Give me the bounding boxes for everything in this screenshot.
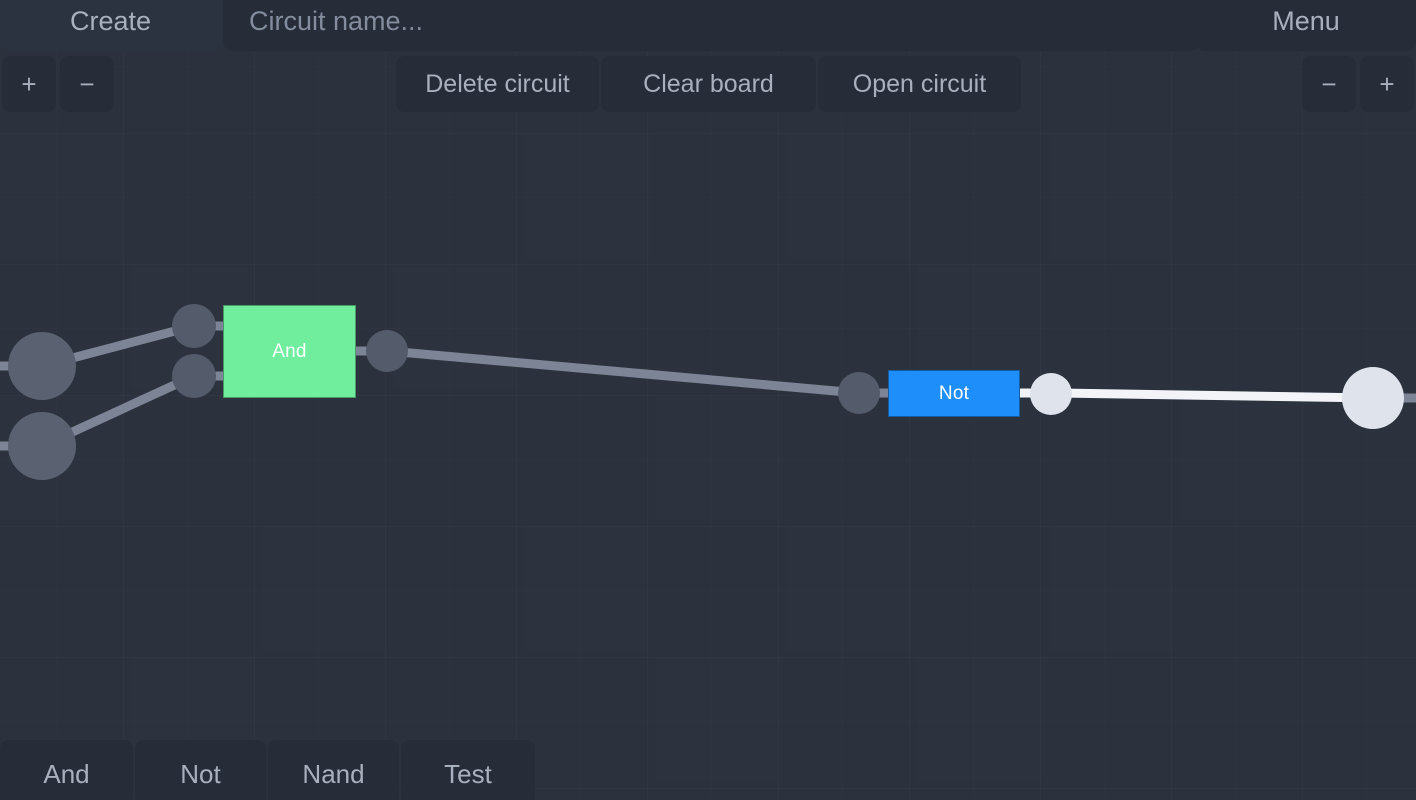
scale-down-button[interactable]: − [1302, 56, 1356, 112]
and-input-b[interactable] [172, 354, 216, 398]
create-button[interactable]: Create [0, 0, 221, 51]
zoom-in-button[interactable]: + [2, 56, 56, 112]
palette-item-not[interactable]: Not [135, 740, 266, 800]
gate-not-label: Not [938, 382, 970, 404]
not-input-node[interactable] [838, 372, 880, 414]
circuit-name-input[interactable] [223, 0, 1200, 51]
scale-up-button[interactable]: + [1360, 56, 1414, 112]
circuit-output-node[interactable] [1342, 367, 1404, 429]
and-output-node[interactable] [366, 330, 408, 372]
and-input-a[interactable] [172, 304, 216, 348]
open-circuit-button[interactable]: Open circuit [818, 56, 1021, 112]
menu-button[interactable]: Menu [1196, 0, 1416, 51]
gate-and[interactable]: And [223, 305, 356, 398]
palette-item-and[interactable]: And [0, 740, 133, 800]
wire-not-to-output [1059, 388, 1375, 403]
palette-item-nand[interactable]: Nand [268, 740, 399, 800]
zoom-out-button[interactable]: − [60, 56, 114, 112]
gate-not[interactable]: Not [888, 370, 1020, 417]
input-node-1[interactable] [8, 332, 76, 400]
wire-and-to-not [387, 346, 859, 398]
palette-item-test[interactable]: Test [401, 740, 535, 800]
input-node-2[interactable] [8, 412, 76, 480]
gate-and-label: And [272, 340, 307, 362]
delete-circuit-button[interactable]: Delete circuit [396, 56, 599, 112]
not-output-node[interactable] [1030, 373, 1072, 415]
clear-board-button[interactable]: Clear board [601, 56, 816, 112]
